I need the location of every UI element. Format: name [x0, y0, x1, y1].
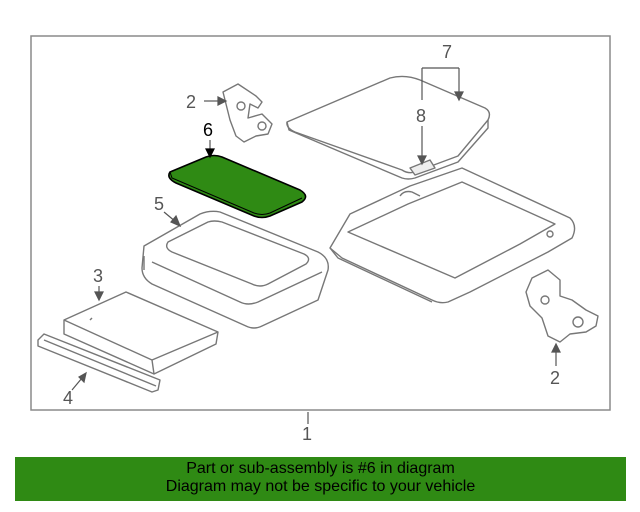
diagram-frame	[30, 35, 611, 411]
callout-6: 6	[203, 120, 213, 140]
callout-5: 5	[154, 194, 164, 214]
callout-7: 7	[442, 42, 452, 62]
part-6-pad-edge	[169, 171, 303, 215]
part-6-pad-highlighted	[168, 154, 307, 219]
banner-line-1: Part or sub-assembly is #6 in diagram	[186, 460, 455, 477]
banner-line-2: Diagram may not be specific to your vehi…	[165, 478, 476, 495]
part-1-console-tray	[329, 167, 576, 304]
callout-1: 1	[302, 424, 312, 444]
callout-2-lower: 2	[550, 368, 560, 388]
part-2-hinge-upper	[222, 83, 273, 143]
callout-2-upper: 2	[186, 92, 196, 112]
parts-diagram: 2 6 5 3 4 7 8 2 1	[30, 35, 611, 444]
info-banner: Part or sub-assembly is #6 in diagram Di…	[15, 457, 626, 501]
part-3-storage-tray	[63, 291, 219, 375]
leader-lines	[71, 67, 561, 424]
part-4-trim-strip	[37, 333, 161, 393]
part-5-armrest-frame	[141, 210, 329, 329]
part-2-hinge-lower	[525, 269, 599, 343]
callout-8: 8	[416, 106, 426, 126]
callout-4: 4	[63, 388, 73, 408]
part-7-armrest-lid	[286, 75, 491, 180]
callout-3: 3	[93, 266, 103, 286]
